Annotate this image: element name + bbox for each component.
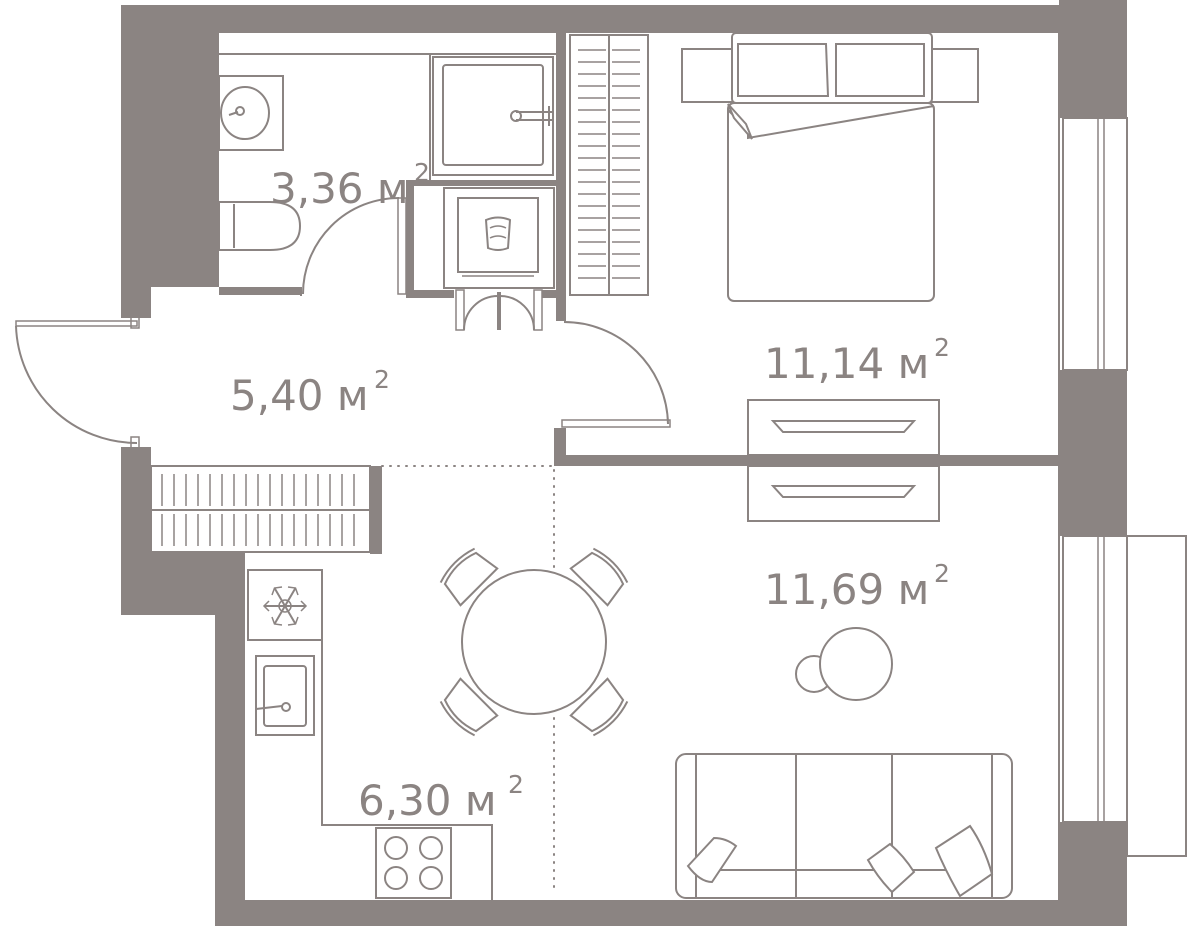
sofa <box>675 753 1013 899</box>
laundry-closet <box>443 187 555 289</box>
bedroom-wardrobe <box>569 34 649 296</box>
walls <box>121 0 1127 926</box>
wall-lines <box>219 33 1060 900</box>
snowflake-icon <box>262 586 308 626</box>
wall-top-right-column <box>1059 0 1127 118</box>
shower <box>432 56 554 176</box>
wall-wardrobe-right <box>370 466 382 554</box>
window-upper-right <box>1062 117 1128 371</box>
svg-text:6,30 м: 6,30 м <box>358 776 497 825</box>
wall-closet-right <box>556 33 566 321</box>
wall-bathroom-bottom-right <box>406 290 454 298</box>
bathroom-door <box>300 197 407 296</box>
svg-text:2: 2 <box>374 365 390 394</box>
svg-text:2: 2 <box>508 770 524 799</box>
toilet <box>218 201 302 251</box>
washbasin <box>218 75 284 151</box>
bed <box>681 32 979 302</box>
wall-left-upper <box>121 5 219 287</box>
bedroom-door <box>561 321 671 428</box>
area-label-bathroom: 3,36 м 2 <box>270 158 430 213</box>
svg-text:2: 2 <box>934 559 950 588</box>
wall-bathroom-bottom <box>219 287 301 295</box>
wall-right-bottom-column <box>1059 822 1127 926</box>
svg-text:11,69 м: 11,69 м <box>764 565 929 614</box>
side-table <box>795 627 893 701</box>
balcony-outline <box>1126 535 1187 857</box>
hallway-wardrobe <box>150 465 371 553</box>
laundry-doors <box>455 289 543 331</box>
cooktop <box>375 827 452 899</box>
wall-bedroom-bottom <box>554 455 1059 466</box>
window-lower-right <box>1062 535 1128 823</box>
svg-text:11,14 м: 11,14 м <box>764 339 929 388</box>
wall-bottom <box>215 900 1059 926</box>
svg-text:3,36 м: 3,36 м <box>270 164 409 213</box>
svg-text:2: 2 <box>414 158 430 187</box>
wall-left-kitchen <box>215 552 245 926</box>
wall-shower-bottom <box>414 180 556 186</box>
wall-right-middle-column <box>1059 370 1127 536</box>
living-dresser <box>747 465 940 522</box>
bedroom-dresser <box>747 399 940 456</box>
svg-text:2: 2 <box>934 333 950 362</box>
area-label-kitchen: 6,30 м 2 <box>358 770 524 825</box>
wall-left-upper-stub <box>121 280 151 318</box>
wall-closet-bottom <box>542 290 566 298</box>
wall-top <box>121 5 1059 33</box>
kitchen-sink <box>255 655 315 736</box>
entrance-door <box>15 315 140 450</box>
svg-text:5,40 м: 5,40 м <box>230 371 369 420</box>
area-label-living-room: 11,69 м 2 <box>764 559 950 614</box>
dining-table <box>439 547 629 737</box>
wall-bathroom-right <box>406 180 414 298</box>
area-label-bedroom: 11,14 м 2 <box>764 333 950 388</box>
area-label-hallway: 5,40 м 2 <box>230 365 390 420</box>
